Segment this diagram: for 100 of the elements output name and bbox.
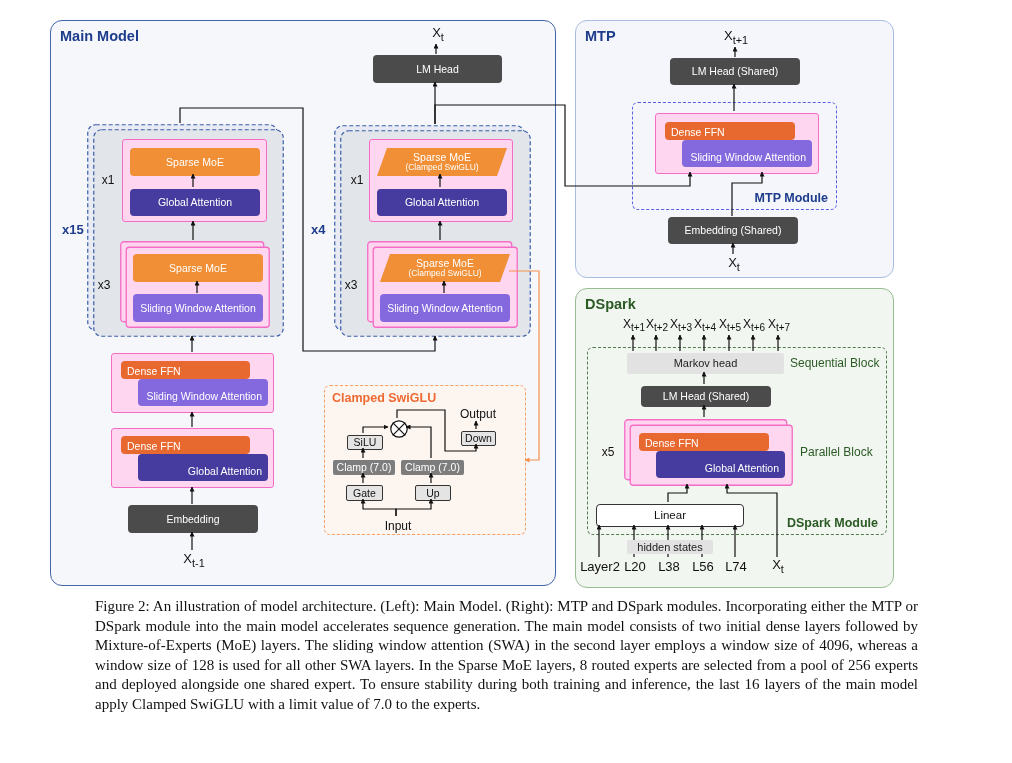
- panel-title: Main Model: [60, 28, 139, 45]
- block-label: (Clamped SwiGLU): [408, 269, 482, 279]
- band-label: hidden states: [627, 540, 713, 554]
- side-label: x3: [97, 279, 111, 293]
- arrow: [630, 334, 636, 352]
- repeat-count: x15: [62, 223, 84, 238]
- arrow: [596, 524, 602, 558]
- layer-block: [111, 428, 274, 488]
- operation-box: [346, 485, 383, 501]
- block-label: Dense FFN: [127, 365, 181, 378]
- arrow: [189, 335, 195, 353]
- layer-block: [655, 113, 819, 174]
- block-label: LM Head (Shared): [691, 65, 779, 78]
- arrow: [732, 524, 738, 558]
- operation-box: [461, 431, 496, 446]
- moe-block: [133, 254, 263, 282]
- arrow: [731, 171, 765, 217]
- head-block: [670, 58, 800, 85]
- token-label: Layer2: [580, 559, 620, 575]
- operation-label: Clamp (7.0): [336, 461, 392, 474]
- arrow: [699, 524, 705, 558]
- multiply-icon: [390, 420, 408, 438]
- moe-block: [377, 148, 507, 176]
- module-title: MTP Module: [754, 190, 828, 205]
- panel: [575, 288, 894, 588]
- operation-box: [347, 435, 383, 450]
- arrow: [730, 242, 736, 255]
- arrow: [775, 334, 781, 352]
- arrow: [189, 411, 195, 428]
- operation-label: Gate: [353, 486, 376, 500]
- attention-block: [380, 294, 510, 322]
- ffn-block: [121, 436, 250, 454]
- attention-block: [682, 140, 812, 167]
- arrow: [437, 220, 443, 241]
- attention-block: [377, 189, 507, 216]
- side-label: x1: [101, 174, 115, 188]
- arrow: [396, 409, 479, 452]
- token-label: Input: [384, 519, 412, 534]
- token-label: X$_{t+6}$: [742, 318, 766, 334]
- head-block: [373, 55, 502, 83]
- block-label: Sparse MoE: [416, 257, 474, 270]
- arrow: [750, 334, 756, 352]
- arrow: [653, 334, 659, 352]
- token-label: X$_{t}$: [728, 256, 740, 274]
- arrow: [360, 447, 366, 459]
- arrow: [434, 104, 693, 187]
- block-label: Sparse MoE: [413, 151, 471, 164]
- token-label: X$_{t+1}$: [724, 29, 748, 47]
- block-label: Dense FFN: [645, 437, 699, 450]
- block-label: Global Attention: [187, 464, 262, 477]
- figure-caption: Figure 2: An illustration of model architecture. (Left): Main Model. (Right): MTP and DSpark modules. Incorporating either the MTP or DSpark module into the main model accelerates sequence generation. The main model consists of two initial dense layers followed by Mixture-of-Experts (MoE) layers. The sliding window attention (SWA) in the second layer employs a window size of 4096, whereas a window size of 128 is used for all other SWA layers. In the Sparse MoE layers, 8 routed experts are selected from a pool of 256 experts and deployed alongside one shared expert. To ensure stability during both training and inference, the last 16 layers of the main model apply Clamped SwiGLU with a limit value of 7.0 to the experts.: [95, 597, 918, 714]
- ffn-block: [665, 122, 795, 140]
- ffn-block: [639, 433, 769, 451]
- attention-block: [138, 379, 268, 406]
- side-label: x1: [350, 174, 364, 188]
- moe-block: [130, 148, 260, 176]
- attention-block: [133, 294, 263, 322]
- token-label: X$_{t+5}$: [718, 318, 742, 334]
- operation-box: [415, 485, 451, 501]
- arrow: [428, 472, 434, 484]
- operation-label: Up: [426, 486, 440, 500]
- arrow: [508, 270, 540, 463]
- arrow: [677, 334, 683, 352]
- module-region: [587, 347, 887, 535]
- arrow: [701, 371, 707, 385]
- block-label: Dense FFN: [127, 440, 181, 453]
- panel: [575, 20, 894, 278]
- token-label: X$_{t}$: [772, 558, 784, 576]
- arrow: [701, 334, 707, 352]
- attention-block: [138, 454, 268, 481]
- token-label: X$_{t+2}$: [645, 318, 669, 334]
- arrow: [473, 420, 479, 430]
- block-label: LM Head (Shared): [662, 390, 750, 403]
- token-label: X$_{t+7}$: [767, 318, 791, 334]
- layer-block: [111, 353, 274, 413]
- arrow: [405, 424, 432, 459]
- block-label: Sliding Window Attention: [387, 301, 503, 315]
- block-label: Sliding Window Attention: [690, 150, 806, 163]
- repeat-count: x4: [311, 223, 326, 238]
- arrow: [701, 404, 707, 418]
- attention-block: [130, 189, 260, 216]
- head-block: [641, 386, 771, 407]
- block-label: Global Attention: [404, 196, 480, 209]
- arrow: [395, 498, 434, 517]
- block-label: Embedding (Shared): [684, 224, 782, 237]
- arrow: [179, 107, 438, 352]
- block-label: Sparse MoE: [166, 155, 224, 169]
- arrow: [190, 173, 196, 188]
- side-label: Parallel Block: [800, 446, 873, 460]
- token-label: L56: [692, 559, 714, 575]
- attention-block: [656, 451, 785, 478]
- token-label: L38: [658, 559, 680, 575]
- arrow: [189, 486, 195, 505]
- panel-title: Clamped SwiGLU: [332, 391, 437, 406]
- block-label: Global Attention: [157, 196, 233, 209]
- arrow: [190, 220, 196, 241]
- token-label: X$_{t-1}$: [183, 552, 205, 570]
- moe-block: [380, 254, 510, 282]
- arrow: [732, 46, 738, 58]
- token-label: L20: [624, 559, 646, 575]
